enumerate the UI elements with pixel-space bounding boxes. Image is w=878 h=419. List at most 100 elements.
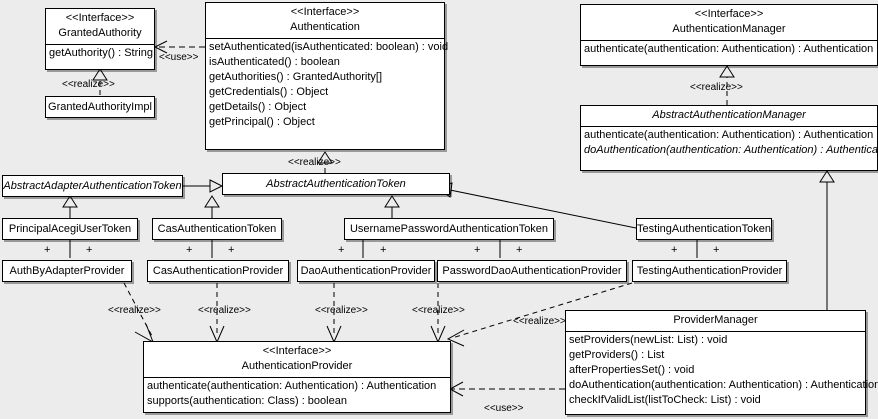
class-name-label: TestingAuthenticationToken — [637, 222, 771, 235]
operation-row: getAuthorities() : GrantedAuthority[] — [209, 71, 383, 83]
class-box-dao-authentication-provider[interactable]: DaoAuthenticationProvider — [297, 260, 435, 282]
generalization-triangle-provider-manager — [819, 170, 835, 183]
operation-row: setAuthenticated(isAuthenticated: boolea… — [209, 41, 449, 53]
relationship-label-realize-cas-authentication-provider: <<realize>> — [198, 305, 251, 316]
operations-compartment-granted-authority: getAuthority() : String — [46, 44, 154, 62]
class-box-testing-authentication-token[interactable]: TestingAuthenticationToken — [636, 218, 772, 240]
class-header-authentication-provider: <<Interface>> AuthenticationProvider — [144, 342, 450, 377]
operation-row: getAuthority() : String — [49, 47, 153, 59]
class-name-label: DaoAuthenticationProvider — [300, 264, 432, 277]
class-name-label: CasAuthenticationProvider — [152, 264, 284, 277]
operation-row: isAuthenticated() : boolean — [209, 56, 340, 68]
operation-row: afterPropertiesSet() : void — [569, 364, 695, 376]
operation-row: supports(authentication: Class) : boolea… — [147, 395, 347, 407]
association-marker-plus: + — [186, 244, 193, 256]
class-box-principal-acegi-user-token[interactable]: PrincipalAcegiUserToken — [2, 218, 138, 240]
operation-row: authenticate(authentication: Authenticat… — [584, 129, 874, 141]
class-header-authentication: <<Interface>> Authentication — [206, 3, 444, 38]
operation-row: doAuthentication(authentication: Authent… — [584, 144, 878, 156]
operations-compartment-authentication: setAuthenticated(isAuthenticated: boolea… — [206, 38, 449, 131]
class-name-label: AbstractAuthenticationToken — [266, 177, 406, 190]
class-box-authentication[interactable]: <<Interface>> Authentication setAuthenti… — [205, 2, 449, 150]
realize-arrowhead-password-dao-authentication-provider — [430, 325, 446, 344]
class-box-abstract-authentication-token[interactable]: AbstractAuthenticationToken — [222, 173, 450, 195]
class-box-provider-manager[interactable]: ProviderManager setProviders(newList: Li… — [565, 310, 878, 415]
operation-row: getProviders() : List — [569, 349, 665, 361]
relationship-label-realize-auth-by-adapter-provider: <<realize>> — [108, 305, 161, 316]
realize-arrowhead-cas-authentication-provider — [209, 325, 225, 344]
class-name-label: GrantedAuthority — [58, 27, 142, 39]
class-header-authentication-manager: <<Interface>> AuthenticationManager — [581, 5, 877, 40]
generalization-triangle-username-password-token — [384, 195, 400, 208]
operations-compartment-authentication-manager: authenticate(authentication: Authenticat… — [581, 40, 877, 58]
generalization-triangle-principal-token — [62, 195, 78, 208]
class-box-authentication-provider[interactable]: <<Interface>> AuthenticationProvider aut… — [143, 341, 451, 413]
realize-arrowhead-auth-by-adapter-provider — [134, 323, 154, 344]
class-box-password-dao-authentication-provider[interactable]: PasswordDaoAuthenticationProvider — [437, 260, 627, 282]
class-name-label: TestingAuthenticationProvider — [636, 264, 783, 277]
operations-compartment-authentication-provider: authenticate(authentication: Authenticat… — [144, 377, 450, 410]
class-box-abstract-adapter-authentication-token[interactable]: AbstractAdapterAuthenticationToken — [2, 175, 183, 197]
association-marker-plus: + — [44, 244, 51, 256]
class-header-granted-authority: <<Interface>> GrantedAuthority — [46, 9, 154, 44]
class-box-granted-authority-impl[interactable]: GrantedAuthorityImpl — [45, 96, 155, 118]
class-box-testing-authentication-provider[interactable]: TestingAuthenticationProvider — [632, 260, 787, 282]
realize-triangle-abstract-authentication-manager — [719, 65, 735, 78]
association-marker-plus: + — [86, 244, 93, 256]
class-name-label: AbstractAdapterAuthenticationToken — [3, 179, 182, 192]
relationship-label-realize-abstract-authentication-token: <<realize>> — [288, 157, 341, 168]
class-name-label: CasAuthenticationToken — [157, 222, 277, 235]
class-box-username-password-authentication-token[interactable]: UsernamePasswordAuthenticationToken — [344, 218, 554, 240]
association-marker-plus: + — [380, 244, 387, 256]
use-arrowhead-provider-manager — [448, 381, 464, 397]
class-name-label: ProviderManager — [673, 314, 758, 326]
class-name-label: PrincipalAcegiUserToken — [8, 222, 132, 235]
relationship-label-use-granted-authority: <<use>> — [159, 52, 199, 63]
realize-arrowhead-dao-authentication-provider — [326, 325, 342, 344]
relationship-label-realize-abstract-authentication-manager: <<realize>> — [690, 82, 743, 93]
stereotype-label: <<Interface>> — [262, 345, 332, 357]
class-name-label: AuthenticationProvider — [241, 360, 353, 372]
class-header-provider-manager: ProviderManager — [566, 311, 865, 331]
operation-row: authenticate(authentication: Authenticat… — [584, 43, 874, 55]
operation-row: checkIfValidList(listToCheck: List) : vo… — [569, 394, 761, 406]
association-marker-plus: + — [474, 244, 481, 256]
operations-compartment-abstract-authentication-manager: authenticate(authentication: Authenticat… — [581, 126, 878, 159]
class-box-cas-authentication-token[interactable]: CasAuthenticationToken — [152, 218, 282, 240]
stereotype-label: <<Interface>> — [65, 12, 135, 24]
operation-row: getPrincipal() : Object — [209, 116, 315, 128]
class-name-label: AbstractAuthenticationManager — [652, 109, 806, 121]
class-name-label: AuthByAdapterProvider — [9, 264, 125, 277]
class-box-abstract-authentication-manager[interactable]: AbstractAuthenticationManager authentica… — [580, 105, 878, 171]
operation-row: authenticate(authentication: Authenticat… — [147, 380, 437, 392]
relationship-label-use-provider-manager: <<use>> — [484, 403, 524, 414]
association-marker-plus: + — [228, 244, 235, 256]
relationship-label-realize-dao-authentication-provider: <<realize>> — [315, 305, 368, 316]
relationship-label-realize-granted-authority-impl: <<realize>> — [62, 79, 115, 90]
class-box-cas-authentication-provider[interactable]: CasAuthenticationProvider — [147, 260, 289, 282]
class-name-label: AuthenticationManager — [672, 23, 786, 35]
association-marker-plus: + — [516, 244, 523, 256]
class-name-label: PasswordDaoAuthenticationProvider — [442, 264, 622, 277]
class-box-granted-authority[interactable]: <<Interface>> GrantedAuthority getAuthor… — [45, 8, 155, 70]
operation-row: getDetails() : Object — [209, 101, 307, 113]
class-name-label: UsernamePasswordAuthenticationToken — [349, 222, 549, 235]
association-marker-plus: + — [338, 244, 345, 256]
class-name-label: GrantedAuthorityImpl — [48, 100, 152, 113]
association-marker-plus: + — [671, 244, 678, 256]
operation-row: doAuthentication(authentication: Authent… — [569, 379, 878, 391]
operations-compartment-provider-manager: setProviders(newList: List) : void getPr… — [566, 331, 878, 409]
class-name-label: Authentication — [290, 21, 360, 33]
relationship-label-realize-testing-authentication-provider: <<realize>> — [513, 316, 566, 327]
class-box-auth-by-adapter-provider[interactable]: AuthByAdapterProvider — [2, 260, 132, 282]
class-box-authentication-manager[interactable]: <<Interface>> AuthenticationManager auth… — [580, 4, 878, 66]
generalization-triangle-cas-token — [204, 195, 220, 208]
operation-row: getCredentials() : Object — [209, 86, 329, 98]
class-header-abstract-authentication-manager: AbstractAuthenticationManager — [581, 106, 877, 126]
relationship-label-realize-password-dao-authentication-provider: <<realize>> — [412, 305, 465, 316]
stereotype-label: <<Interface>> — [290, 6, 360, 18]
association-marker-plus: + — [713, 244, 720, 256]
association-arrow-adapter-token — [209, 179, 224, 193]
stereotype-label: <<Interface>> — [694, 8, 764, 20]
